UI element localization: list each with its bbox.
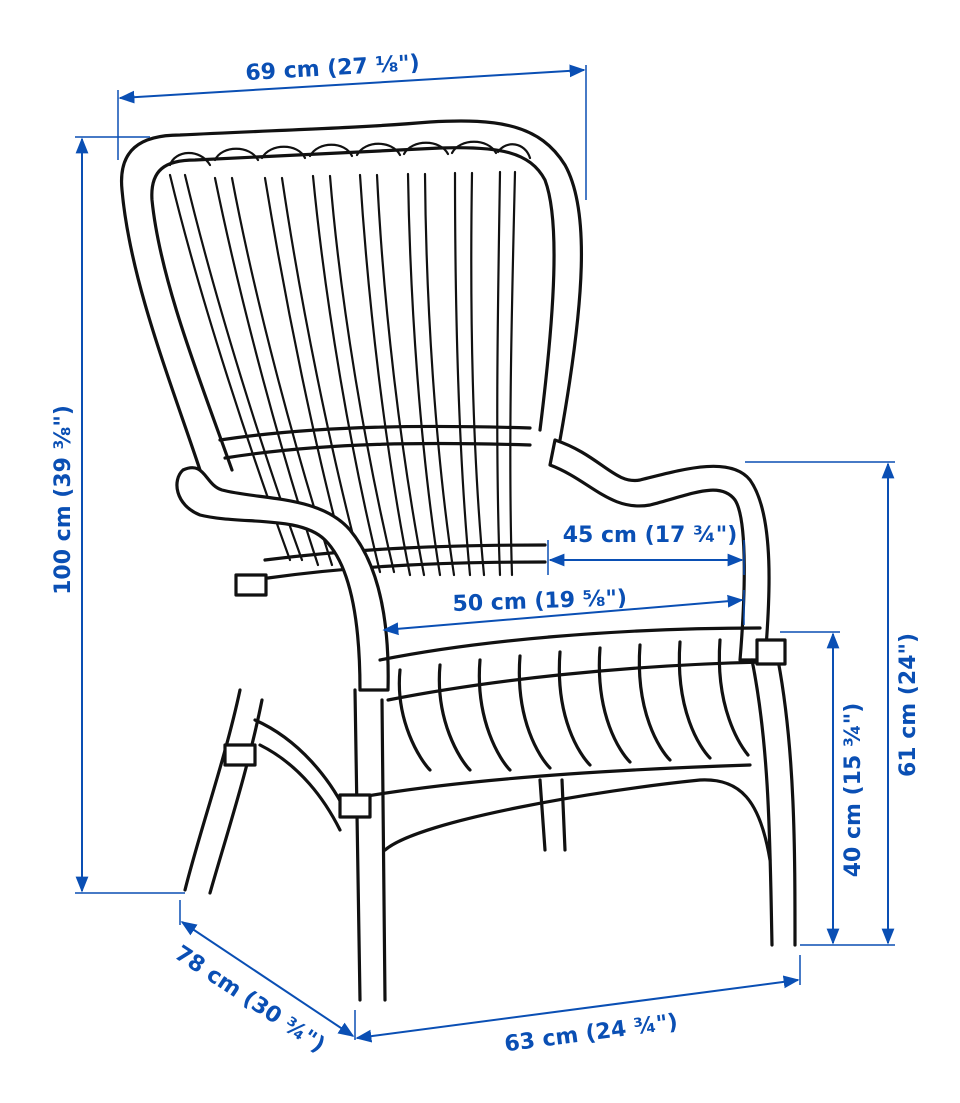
chair-bindings — [223, 573, 787, 819]
label-seat-height: 40 cm (15 ¾") — [841, 703, 866, 878]
chair-front-left-leg — [353, 688, 387, 1002]
chair-seat-front-lower — [386, 660, 767, 702]
chair-back-weave — [218, 424, 547, 580]
label-height-total: 100 cm (39 ⅜") — [51, 405, 76, 595]
chair-back-top-loops — [168, 140, 532, 167]
label-width-base: 63 cm (24 ¾") — [503, 1010, 679, 1058]
dim-seat-height: 40 cm (15 ¾") — [780, 631, 866, 945]
chair-back-right-leg — [538, 778, 567, 852]
chair-left-arm — [175, 466, 390, 692]
chair-back-frame — [119, 119, 584, 472]
chair-right-base-curve — [383, 778, 772, 862]
dim-seat-depth: 50 cm (19 ⅝") — [382, 586, 745, 636]
label-arm-height: 61 cm (24") — [896, 633, 921, 777]
dim-seat-width: 45 cm (17 ¾") — [547, 523, 745, 575]
dimensions: 69 cm (27 ⅛") 100 cm (39 ⅜") 45 cm (17 ¾… — [51, 51, 921, 1058]
chair-seat-loops — [397, 638, 750, 772]
chair-side-stretcher — [253, 718, 347, 832]
dim-arm-height: 61 cm (24") — [745, 461, 921, 946]
label-depth: 78 cm (30 ¾") — [170, 941, 329, 1058]
chair-seat-front — [378, 626, 762, 662]
chair-back-frame-inner — [150, 146, 556, 472]
chair-front-right-leg — [750, 658, 797, 947]
chair-back-left-leg — [183, 688, 264, 895]
label-seat-depth: 50 cm (19 ⅝") — [452, 586, 627, 617]
dim-height-total: 100 cm (39 ⅜") — [51, 136, 185, 894]
label-seat-width: 45 cm (17 ¾") — [563, 523, 738, 548]
dim-depth: 78 cm (30 ¾") — [170, 900, 356, 1058]
chair-illustration — [119, 119, 797, 1002]
dim-width-base: 63 cm (24 ¾") — [355, 955, 801, 1058]
chair-lower-rail — [343, 763, 752, 802]
